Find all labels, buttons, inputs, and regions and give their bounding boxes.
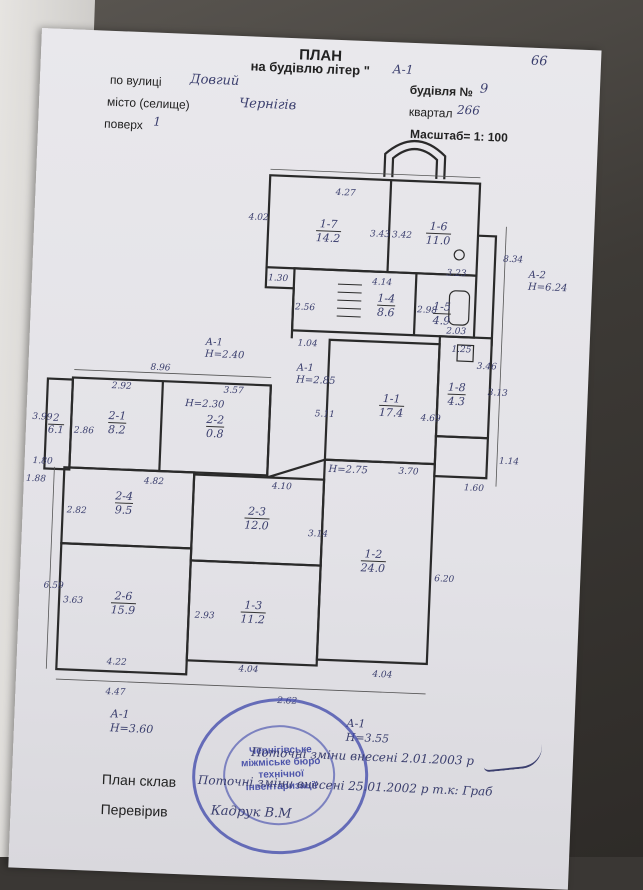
dimension-label: 3.42 xyxy=(391,230,413,242)
dimension-label: 1.60 xyxy=(463,483,485,495)
height-label: Н=2.75 xyxy=(328,463,369,477)
dimension-label: 8.34 xyxy=(502,254,524,266)
dimension-label: 4.04 xyxy=(372,669,393,681)
height-label: Н=2.30 xyxy=(184,398,225,411)
dimension-label: 2.98 xyxy=(416,305,438,317)
dimension-label: 2.03 xyxy=(445,326,467,338)
dimension-label: 2.82 xyxy=(66,505,87,517)
dimension-label: 3.57 xyxy=(223,385,244,397)
dimension-label: 1.80 xyxy=(32,455,53,467)
dimension-label: 8.96 xyxy=(150,362,171,374)
dimension-label: 4.14 xyxy=(371,277,393,289)
dimension-label: 3.23 xyxy=(446,268,467,280)
dimension-label: 3.14 xyxy=(307,529,329,540)
dimension-label: 3.63 xyxy=(62,595,84,607)
dimension-label: 4.69 xyxy=(420,413,441,425)
dimension-label: 4.82 xyxy=(143,476,165,488)
litera-label: А-1 xyxy=(296,362,315,375)
dimension-label: 1.04 xyxy=(297,338,318,350)
dimension-label: 4.04 xyxy=(238,664,259,676)
dimension-label: 1.88 xyxy=(25,473,47,485)
dimension-label: 2.56 xyxy=(294,302,316,314)
dimension-label: 3.43 xyxy=(369,229,391,241)
dimension-label: 2.92 xyxy=(111,381,132,392)
dimension-label: 3.46 xyxy=(476,361,497,373)
dimension-label: 1.30 xyxy=(267,273,289,285)
litera-label: А-1 xyxy=(110,707,130,722)
dimension-label: 4.47 xyxy=(105,687,126,698)
dimension-label: 6.59 xyxy=(43,580,64,592)
dimension-label: 1.25 xyxy=(451,344,472,356)
dimension-label: 4.02 xyxy=(248,212,269,224)
height-label: Н=3.60 xyxy=(109,721,154,737)
plan-compiled-label: План склав xyxy=(101,771,177,790)
dimension-label: 3.99 xyxy=(32,411,53,423)
floor-plan-document: ПЛАН на будівлю літер " А-1 66 по вулиці… xyxy=(8,28,602,890)
height-label: Н=6.24 xyxy=(527,281,568,295)
checked-by-value: Кадрук В.М xyxy=(210,803,292,822)
litera-label: А-1 xyxy=(205,336,224,349)
dimension-label: 1.14 xyxy=(498,456,520,468)
dimension-label: 3.13 xyxy=(487,388,508,399)
litera-label: А-2 xyxy=(528,269,547,282)
dimension-label: 5.11 xyxy=(314,409,335,421)
dimension-label: 2.93 xyxy=(194,610,215,622)
dimension-label: 6.20 xyxy=(433,574,455,585)
height-label: Н=2.85 xyxy=(295,374,336,388)
checked-by-label: Перевірив xyxy=(100,800,168,820)
dimension-label: 4.27 xyxy=(335,187,356,199)
height-label: Н=2.40 xyxy=(204,348,245,362)
floor-plan-drawing xyxy=(43,140,507,695)
dimension-label: 4.22 xyxy=(106,657,127,668)
dimension-label: 2.86 xyxy=(73,425,95,437)
dimension-label: 4.10 xyxy=(271,481,293,493)
dimension-label: 3.70 xyxy=(398,466,419,478)
